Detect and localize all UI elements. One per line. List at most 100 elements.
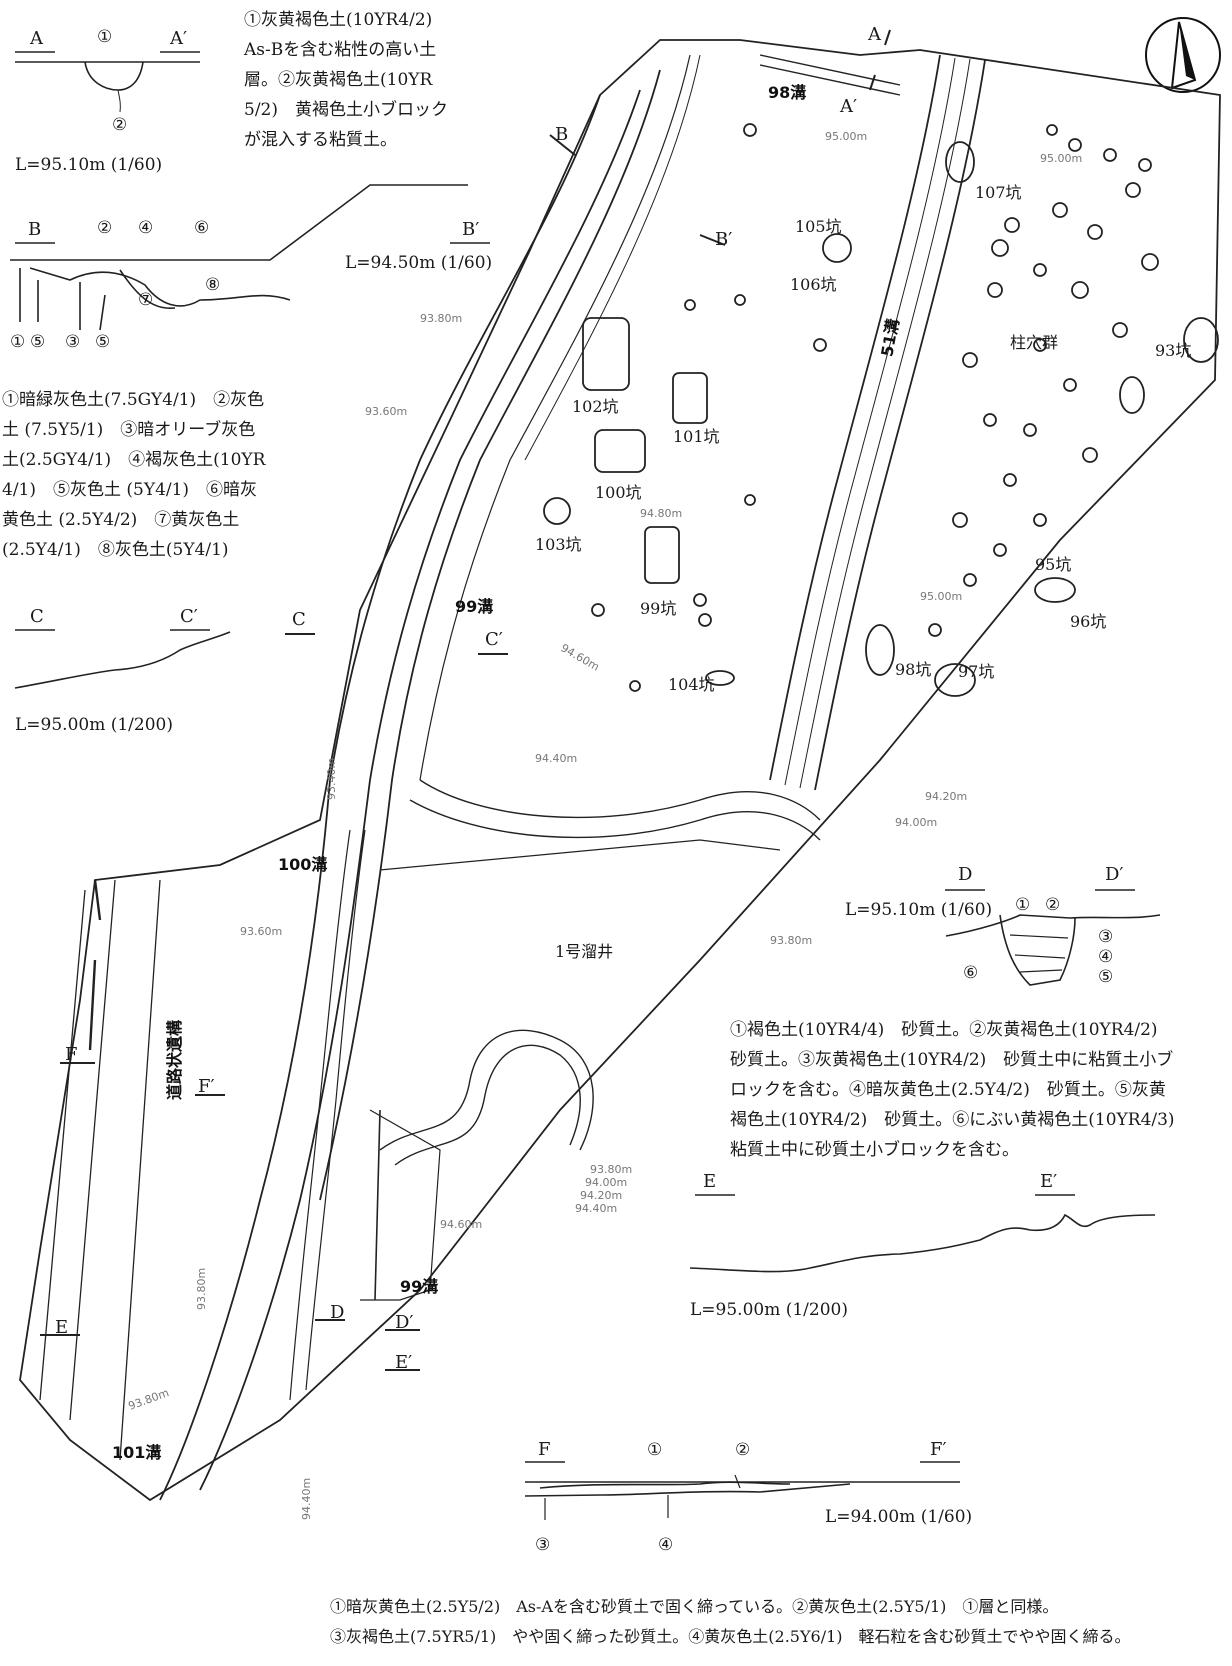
section-f-description: ①暗灰黄色土(2.5Y5/2) As-Aを含む砂質土で固く締っている。②黄灰色土… (330, 1597, 1131, 1646)
pit-outlines (543, 123, 1219, 697)
section-a-level: L=95.10m (1/60) (15, 155, 162, 175)
road-label: 道路状遺構 (165, 1020, 184, 1100)
plan-cut-label: B′ (715, 229, 732, 250)
contour-label: 93.40m (325, 758, 338, 800)
contour-label: 94.40m (300, 1478, 313, 1520)
section-b-layer-label: ⑦ (138, 290, 153, 310)
section-b (10, 184, 468, 331)
plan-cut-label: D (330, 1302, 344, 1323)
pit-label: 107坑 (975, 183, 1022, 202)
section-cut-markers (40, 29, 891, 1371)
site-outline (19, 39, 1221, 1502)
section-c-right-label: C′ (180, 606, 198, 627)
contour-label: 93.80m (420, 312, 462, 325)
pit-label: 98坑 (895, 660, 931, 679)
plan-cut-label: F (65, 1044, 78, 1065)
pit-label: 99坑 (640, 599, 676, 618)
section-e (689, 1213, 1156, 1273)
pit-label: 106坑 (790, 275, 837, 294)
section-f-left-label: F (538, 1439, 551, 1460)
section-b-layer-label: ⑧ (205, 275, 220, 295)
pit-label: 93坑 (1155, 341, 1191, 360)
contour-label: 93.80m (127, 1386, 171, 1413)
contour-label: 94.40m (575, 1202, 617, 1215)
section-b-layer-label: ⑥ (194, 218, 209, 238)
contour-label: 93.80m (770, 934, 812, 947)
pit-label: 97坑 (958, 662, 994, 681)
well-label: 1号溜井 (555, 942, 613, 961)
contour-label: 94.40m (535, 752, 577, 765)
section-e-left-label: E (703, 1171, 716, 1192)
section-f (524, 1474, 960, 1520)
section-d-description: ①褐色土(10YR4/4) 砂質土。②灰黄褐色土(10YR4/2) 砂質土。③灰… (730, 1020, 1175, 1160)
section-d-left-label: D (958, 864, 972, 885)
contour-label: 93.80m (195, 1268, 208, 1310)
section-f-layer-label: ① (647, 1440, 662, 1460)
section-d-layer-label: ④ (1098, 947, 1113, 967)
plan-cut-label: E′ (395, 1352, 412, 1373)
pit-label: 105坑 (795, 217, 842, 236)
contour-label: 94.00m (895, 816, 937, 829)
plan-cut-label: C′ (485, 629, 503, 650)
section-a-layer-label: ① (97, 27, 112, 47)
ditch-label: 101溝 (112, 1443, 161, 1462)
section-d-layer-label: ⑥ (963, 963, 978, 983)
contour-label: 95.00m (920, 590, 962, 603)
section-f-right-label: F′ (930, 1439, 947, 1460)
ditch-label: 99溝 (455, 597, 493, 616)
section-b-layer-label: ② (97, 218, 112, 238)
contour-label: 94.20m (925, 790, 967, 803)
section-c-level: L=95.00m (1/200) (15, 715, 173, 735)
ditch-label: 51溝 (877, 317, 902, 358)
contour-label: 95.00m (825, 130, 867, 143)
section-b-layer-label: ① (10, 332, 25, 352)
section-a-right-label: A′ (169, 28, 187, 49)
section-b-layer-label: ③ (65, 332, 80, 352)
plan-cut-label: A′ (839, 96, 857, 117)
pit-label: 100坑 (595, 483, 642, 502)
plan-cut-label: E (55, 1317, 68, 1338)
section-c-left-label: C (30, 606, 44, 627)
section-b-layer-label: ⑤ (95, 332, 110, 352)
section-f-layer-label: ④ (658, 1535, 673, 1555)
section-b-layer-label: ⑤ (30, 332, 45, 352)
section-d (945, 914, 1161, 986)
section-f-layer-label: ② (735, 1440, 750, 1460)
plan-cut-label: C (292, 609, 306, 630)
section-b-layer-label: ④ (138, 218, 153, 238)
section-b-left-label: B (28, 219, 41, 240)
section-b-level: L=94.50m (1/60) (345, 253, 492, 273)
contour-label: 94.80m (640, 507, 682, 520)
section-d-layer-label: ⑤ (1098, 967, 1113, 987)
contour-label: 94.60m (559, 641, 602, 673)
post-holes-label: 柱穴群 (1010, 333, 1058, 352)
section-d-layer-label: ② (1045, 895, 1060, 915)
section-d-right-label: D′ (1105, 864, 1124, 885)
pit-label: 96坑 (1070, 612, 1106, 631)
section-a-description: ①灰黄褐色土(10YR4/2) As-Bを含む粘性の高い土 層。②灰黄褐色土(1… (244, 10, 448, 150)
section-d-level: L=95.10m (1/60) (845, 900, 992, 920)
ditch-label: 98溝 (768, 83, 806, 102)
contour-label: 94.20m (580, 1189, 622, 1202)
section-c (14, 631, 231, 689)
plan-cut-label: D′ (395, 1312, 414, 1333)
contour-label: 94.00m (585, 1176, 627, 1189)
plan-cut-label: B (555, 124, 568, 145)
contour-label: 93.60m (240, 925, 282, 938)
section-d-layer-label: ① (1015, 895, 1030, 915)
section-e-right-label: E′ (1040, 1171, 1057, 1192)
pit-label: 103坑 (535, 535, 582, 554)
section-a-left-label: A (29, 28, 44, 49)
contour-label: 94.60m (440, 1218, 482, 1231)
section-a (15, 61, 200, 113)
pit-label: 104坑 (668, 675, 715, 694)
ditch-label: 100溝 (278, 855, 327, 874)
section-b-description: ①暗緑灰色土(7.5GY4/1) ②灰色 土 (7.5Y5/1) ③暗オリーブ灰… (2, 390, 266, 560)
plan-cut-label: F′ (198, 1076, 215, 1097)
section-d-layer-label: ③ (1098, 927, 1113, 947)
contour-label: 95.00m (1040, 152, 1082, 165)
section-b-right-label: B′ (462, 219, 479, 240)
section-f-level: L=94.00m (1/60) (825, 1507, 972, 1527)
north-arrow-icon (1145, 17, 1221, 93)
